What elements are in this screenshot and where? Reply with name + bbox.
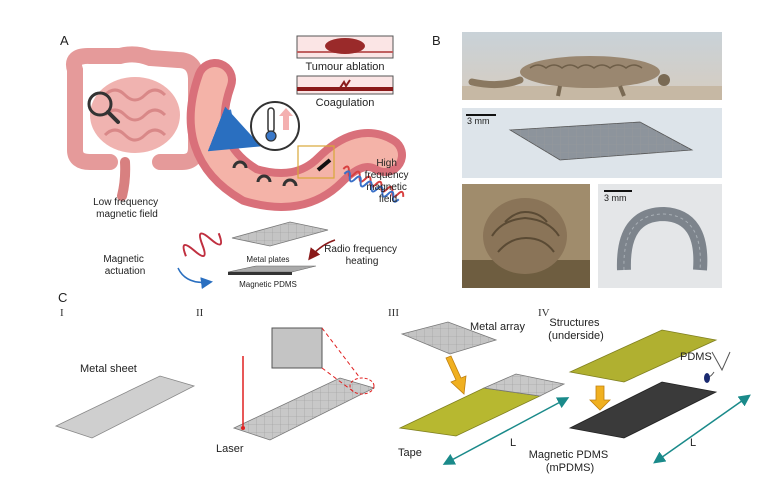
rf-heating-arrow [308,239,336,261]
magnifier-icon [87,91,120,124]
low-frequency-wave-icon [182,232,223,257]
step-label-ii: II [196,307,204,319]
high-frequency-label: High frequency magnetic field [365,158,412,205]
curled-pangolin-photo [462,184,590,288]
panel-label-b: B [432,33,441,48]
length-arrow-2 [653,394,751,464]
high-frequency-coil-icon [342,165,405,203]
scale-bar-label-1: 3 mm [467,116,490,126]
transfer-arrow-1 [445,355,467,395]
low-frequency-label: Low frequency magnetic field [93,197,161,220]
step-label-iv: IV [538,307,550,319]
pdms-label: PDMS [680,351,712,363]
tumour-ablation-label: Tumour ablation [305,61,384,73]
metal-array [400,321,498,355]
rf-heating-label: Radio frequency heating [324,244,400,267]
metal-sheet-label: Metal sheet [80,363,137,375]
laser-cut-sheet [232,377,376,441]
bent-armor-photo [598,184,722,288]
tumour-ablation-box [296,35,394,59]
step-label-iii: III [388,307,399,319]
tape-label: Tape [398,447,422,459]
length-label-1: L [510,437,516,449]
pdms-dropper-icon [704,351,731,383]
metal-array-label: Metal array [470,321,526,333]
coagulation-label: Coagulation [316,97,375,109]
zoom-inset [271,327,375,395]
thermometer-icon [250,101,300,151]
scale-armor-photo [462,108,722,178]
mpdms-layer [568,381,718,439]
intestine-segment [186,59,406,211]
pangolin-photo [462,32,722,100]
metal-plates-label: Metal plates [246,255,289,264]
metal-plates-device [231,221,329,247]
transfer-arrow-2 [589,385,611,411]
structures-layer [568,329,718,383]
scale-bar-label-2: 3 mm [604,193,627,203]
panel-label-c: C [58,290,67,305]
length-label-2: L [690,437,696,449]
mpdms-label: Magnetic PDMS (mPDMS) [529,449,612,474]
panel-label-a: A [60,33,69,48]
coagulation-box [296,75,394,95]
metal-array-on-tape [482,373,566,397]
magnetic-pdms-label: Magnetic PDMS [239,280,297,289]
magnetic-pdms-layer [227,265,317,275]
step-label-i: I [60,307,64,319]
actuation-arrow [177,267,213,290]
magnetic-actuation-label: Magnetic actuation [103,254,146,277]
structures-label: Structures (underside) [548,317,604,342]
length-arrow-1 [442,397,570,465]
intestine-illustration [66,46,204,201]
metal-sheet [54,375,196,439]
tape [398,387,542,437]
laser-label: Laser [216,443,244,455]
